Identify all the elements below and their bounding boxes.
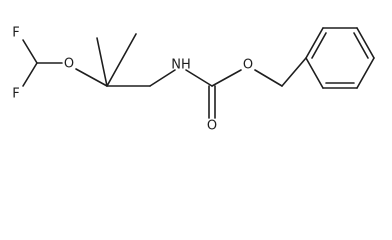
atom-o-carbonyl: O xyxy=(207,119,217,133)
bond-ch2-nh xyxy=(149,69,176,87)
structure-diagram: F F O NH O O xyxy=(12,26,375,133)
ring-inner-bond-2 xyxy=(353,32,369,59)
bond-nh-carbonyl xyxy=(185,69,213,87)
benzene-ring xyxy=(305,27,375,89)
bond-c-methyl-right xyxy=(106,33,137,87)
ring-bond-6 xyxy=(305,57,324,89)
atom-o-ester: O xyxy=(243,58,253,73)
atom-f-top: F xyxy=(12,26,19,41)
ring-bond-4 xyxy=(356,57,375,89)
bond-c-methyl-left xyxy=(96,37,108,87)
atom-o-ether: O xyxy=(64,57,74,72)
bond-oether-c xyxy=(75,68,108,87)
bond-carbonyl-oester xyxy=(211,69,242,87)
ring-bond-3 xyxy=(356,27,375,59)
bond-ch2-ring xyxy=(281,57,307,87)
atom-nh: NH xyxy=(171,58,191,73)
bond-oester-ch2 xyxy=(254,69,283,87)
bond-cf-bottom xyxy=(22,62,38,87)
atom-f-bottom: F xyxy=(12,87,19,102)
molecule-canvas: F F O NH O O xyxy=(12,26,375,133)
bond-cf-top xyxy=(22,39,38,64)
ring-inner-bond-1 xyxy=(311,32,327,59)
ring-bond-1 xyxy=(305,27,324,59)
